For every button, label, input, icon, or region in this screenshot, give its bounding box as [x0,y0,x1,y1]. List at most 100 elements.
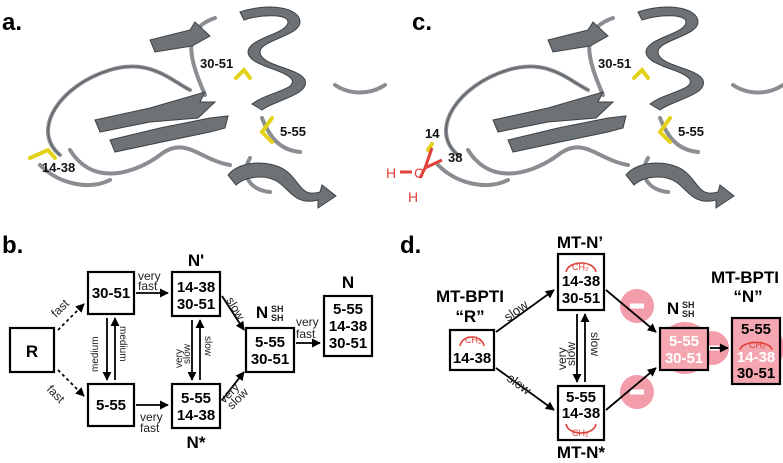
bond-label-5-55-c: 5-55 [678,124,704,139]
state-n-line1: 5-55 [333,301,363,318]
mt-nsh-sup: SH [682,300,695,310]
rate-medium-right: medium [117,326,128,362]
bond-label-30-51-a: 30-51 [200,56,233,71]
panel-b-label: b. [2,232,23,259]
panel-c-label: c. [412,9,432,36]
state-nprime-box [170,270,222,318]
rate-d-slow-bottom: slow [504,370,534,398]
state-r-box [8,326,56,374]
state-nstar-box [170,382,222,430]
rate-d-slow-top: slow [501,297,531,325]
rate-d-very: very [555,347,569,370]
protein-ribbon-a [38,5,387,210]
mt-nsh-line2: 30-51 [665,350,703,367]
bond-label-5-55-a: 5-55 [280,124,306,139]
methylene-bridge [400,147,443,179]
arrow-r-to-5-55 [57,369,85,397]
bond-label-38-c: 38 [448,150,462,165]
methylene-c: C [414,165,424,181]
methylene-h1: H [386,165,396,181]
mt-n-line2: 14-38 [737,349,775,366]
state-nsh-main: N [256,303,268,322]
mt-nsh-main: N [667,299,679,318]
mt-nprime-line2: 30-51 [562,290,600,307]
state-nstar-title: N* [187,433,206,452]
mt-bpti-left: MT-BPTI [436,287,504,306]
bond-label-30-51-c: 30-51 [598,56,631,71]
state-nsh-box [244,326,296,374]
arrow-mt-r-to-nstar [495,367,555,411]
state-n-box [322,294,374,358]
methylene-h2: H [408,189,418,205]
rate-slow-right: slow [202,336,213,357]
disulfide-30-51-a [234,66,252,80]
mt-nprime-title: MT-N’ [557,233,603,252]
ch2-n: CH₂ [749,340,766,350]
state-nprime-line2: 30-51 [177,296,215,313]
mt-r-label: 14-38 [453,350,491,367]
state-nsh-sup: SH [271,304,284,314]
mt-nstar-box [556,384,606,442]
protein-ribbon-c [436,5,783,210]
panel-a: a. 30-51 5-55 14-38 [2,5,387,210]
mt-n-line1: 5-55 [741,321,771,338]
panel-b: b. R 30-51 5-55 N' 14-38 30-51 5-55 14-3… [2,232,374,452]
ch2-arc-nprime [565,262,597,273]
state-n-title: N [342,273,354,292]
rate-medium-left: medium [90,336,101,372]
n-quote: “N” [733,287,762,306]
state-nsh-line2: 30-51 [251,351,289,368]
mt-nsh-box [658,326,710,372]
mt-nsh-line1: 5-55 [669,333,699,350]
state-5-55-label: 5-55 [96,397,126,414]
arrow-nprime-to-nsh-d [605,289,657,333]
state-nstar-line2: 14-38 [177,407,215,424]
rate-d-slow-v2: slow [588,332,602,356]
mt-bpti-right: MT-BPTI [711,268,779,287]
ch2-nstar: CH₂ [572,428,589,438]
sulfur-stub-14 [426,142,434,152]
mt-n-line3: 30-51 [737,365,775,382]
ch2-nprime: CH₂ [572,262,589,272]
ch2-arc-nstar [565,423,597,434]
state-nprime-line1: 14-38 [177,279,215,296]
rate-fast-bottom2: fast [140,421,160,435]
rate-d-slow-v: slow [564,342,578,366]
bond-label-14-38-a: 14-38 [42,160,75,175]
ch2-r: CH₂ [465,335,482,345]
arrow-nprime-to-nsh [221,295,245,331]
mt-nprime-line1: 14-38 [562,273,600,290]
disulfide-5-55-c [657,116,672,144]
arrow-r-to-30-51 [57,303,85,331]
mt-nstar-line1: 5-55 [566,389,596,406]
rate-very-left: very [174,349,185,368]
arrow-nstar-to-nsh-d [605,367,657,411]
rate-slow-left: slow [182,343,193,364]
rate-fast-end: fast [296,327,316,341]
bond-label-14-c: 14 [425,126,440,141]
rate-very-bottom: very [140,410,163,424]
disulfide-5-55-a [259,116,274,144]
mt-nsh-sub: SH [682,309,695,319]
state-r-label: R [26,342,38,361]
rate-very-top: very [138,269,161,283]
state-nprime-title: N' [188,251,204,270]
panel-d: d. MT-BPTI “R” CH₂ 14-38 MT-N’ CH₂ 14-38… [400,232,783,462]
rate-slow-top: slow [223,295,247,323]
disulfide-14-38-a [28,147,57,160]
mt-nstar-title: MT-N* [557,443,606,462]
disulfide-30-51-c [632,66,650,80]
state-30-51-label: 30-51 [92,285,130,302]
mt-n-box [730,316,782,386]
state-nsh-line1: 5-55 [255,334,285,351]
rate-fast-bottom: fast [44,382,68,406]
state-nstar-line1: 5-55 [181,390,211,407]
state-n-line3: 30-51 [329,335,367,352]
ch2-arc-n [739,341,773,351]
panel-c: c. 30-51 5-55 14 38 C H H [386,5,783,210]
panel-a-label: a. [2,9,22,36]
rate-fast-top: fast [48,296,72,320]
state-nsh-sub: SH [271,313,284,323]
arrow-nstar-to-nsh [221,371,245,401]
